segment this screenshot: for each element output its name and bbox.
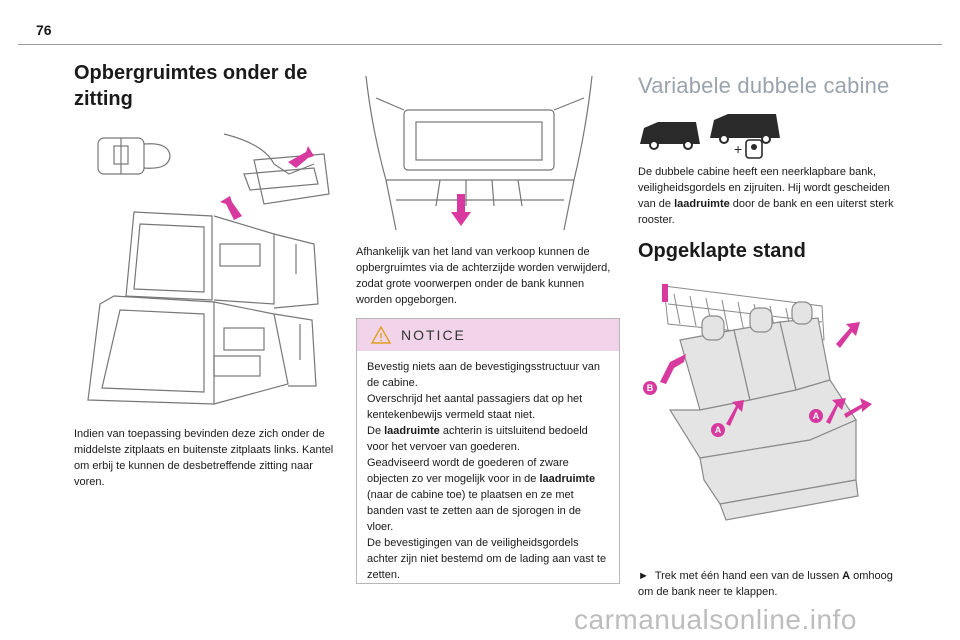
section-title-raised-position: Opgeklapte stand bbox=[638, 240, 806, 262]
cabin-text-bold: laadruimte bbox=[674, 198, 730, 210]
notice-p4-bold: laadruimte bbox=[539, 473, 596, 485]
rear-storage-illustration bbox=[356, 70, 606, 238]
notice-p3-text-a: De bbox=[367, 425, 385, 437]
rear-storage-description: Afhankelijk van het land van verkoop kun… bbox=[356, 246, 611, 306]
top-divider bbox=[18, 44, 942, 45]
fold-instruction: ► Trek met één hand een van de lussen A … bbox=[638, 568, 910, 600]
notice-title: NOTICE bbox=[401, 327, 466, 343]
title-line-2: zitting bbox=[74, 88, 133, 110]
notice-body: Bevestig niets aan de bevestigingsstruct… bbox=[357, 351, 619, 591]
notice-paragraph-5: De bevestigingen van de veiligheidsgorde… bbox=[367, 537, 607, 581]
page-number: 76 bbox=[36, 22, 52, 38]
notice-p4-text-c: (naar de cabine toe) te plaatsen en ze m… bbox=[367, 489, 582, 533]
notice-paragraph-2: Overschrijd het aantal passagiers dat op… bbox=[367, 393, 583, 421]
cabin-description: De dubbele cabine heeft een neerklapbare… bbox=[638, 164, 910, 228]
column-cabin: Variabele dubbele cabine bbox=[638, 72, 910, 100]
notice-paragraph-4: Geadviseerd wordt de goederen of zware o… bbox=[367, 455, 609, 535]
notice-p4-text-a: Geadviseerd wordt de goederen of zware o… bbox=[367, 457, 569, 485]
instruction-text-c: omhoog om de bank neer te klappen. bbox=[638, 570, 893, 598]
notice-paragraph-3: De laadruimte achterin is uitsluitend be… bbox=[367, 423, 609, 455]
watermark: carmanualsonline.info bbox=[574, 604, 857, 635]
van-variants-icon: + bbox=[638, 112, 788, 160]
bullet-arrow-icon: ► bbox=[638, 570, 649, 582]
label-a-right: A bbox=[813, 411, 820, 421]
label-a-left: A bbox=[715, 425, 722, 435]
title-line-1: Opbergruimtes onder de bbox=[74, 62, 308, 84]
seat-storage-illustration bbox=[74, 124, 338, 416]
notice-paragraph-1: Bevestig niets aan de bevestigingsstruct… bbox=[367, 361, 600, 389]
column-storage: Opbergruimtes onder de zitting bbox=[74, 60, 346, 112]
notice-p3-bold: laadruimte bbox=[384, 425, 440, 437]
cabin-text-a: De dubbele cabine heeft een neerklapbare… bbox=[638, 166, 890, 210]
notice-box: NOTICE Bevestig niets aan de bevestiging… bbox=[356, 318, 620, 584]
storage-description: Indien van toepassing bevinden deze zich… bbox=[74, 428, 334, 488]
cabin-text-c: door de bank en een uiterst sterk rooste… bbox=[638, 198, 894, 226]
notice-header: NOTICE bbox=[357, 319, 619, 351]
label-b: B bbox=[647, 383, 654, 393]
notice-p3-text-c: achterin is uitsluitend bedoeld voor het… bbox=[367, 425, 588, 453]
instruction-text-a: Trek met één hand een van de lussen bbox=[654, 570, 843, 582]
instruction-bold-a: A bbox=[842, 570, 851, 582]
section-title-storage: Opbergruimtes onder de zitting bbox=[74, 60, 346, 112]
section-title-cabin: Variabele dubbele cabine bbox=[638, 73, 890, 98]
warning-triangle-icon bbox=[371, 326, 391, 344]
svg-text:+: + bbox=[734, 141, 742, 157]
folding-bench-illustration: B A A bbox=[640, 280, 892, 542]
